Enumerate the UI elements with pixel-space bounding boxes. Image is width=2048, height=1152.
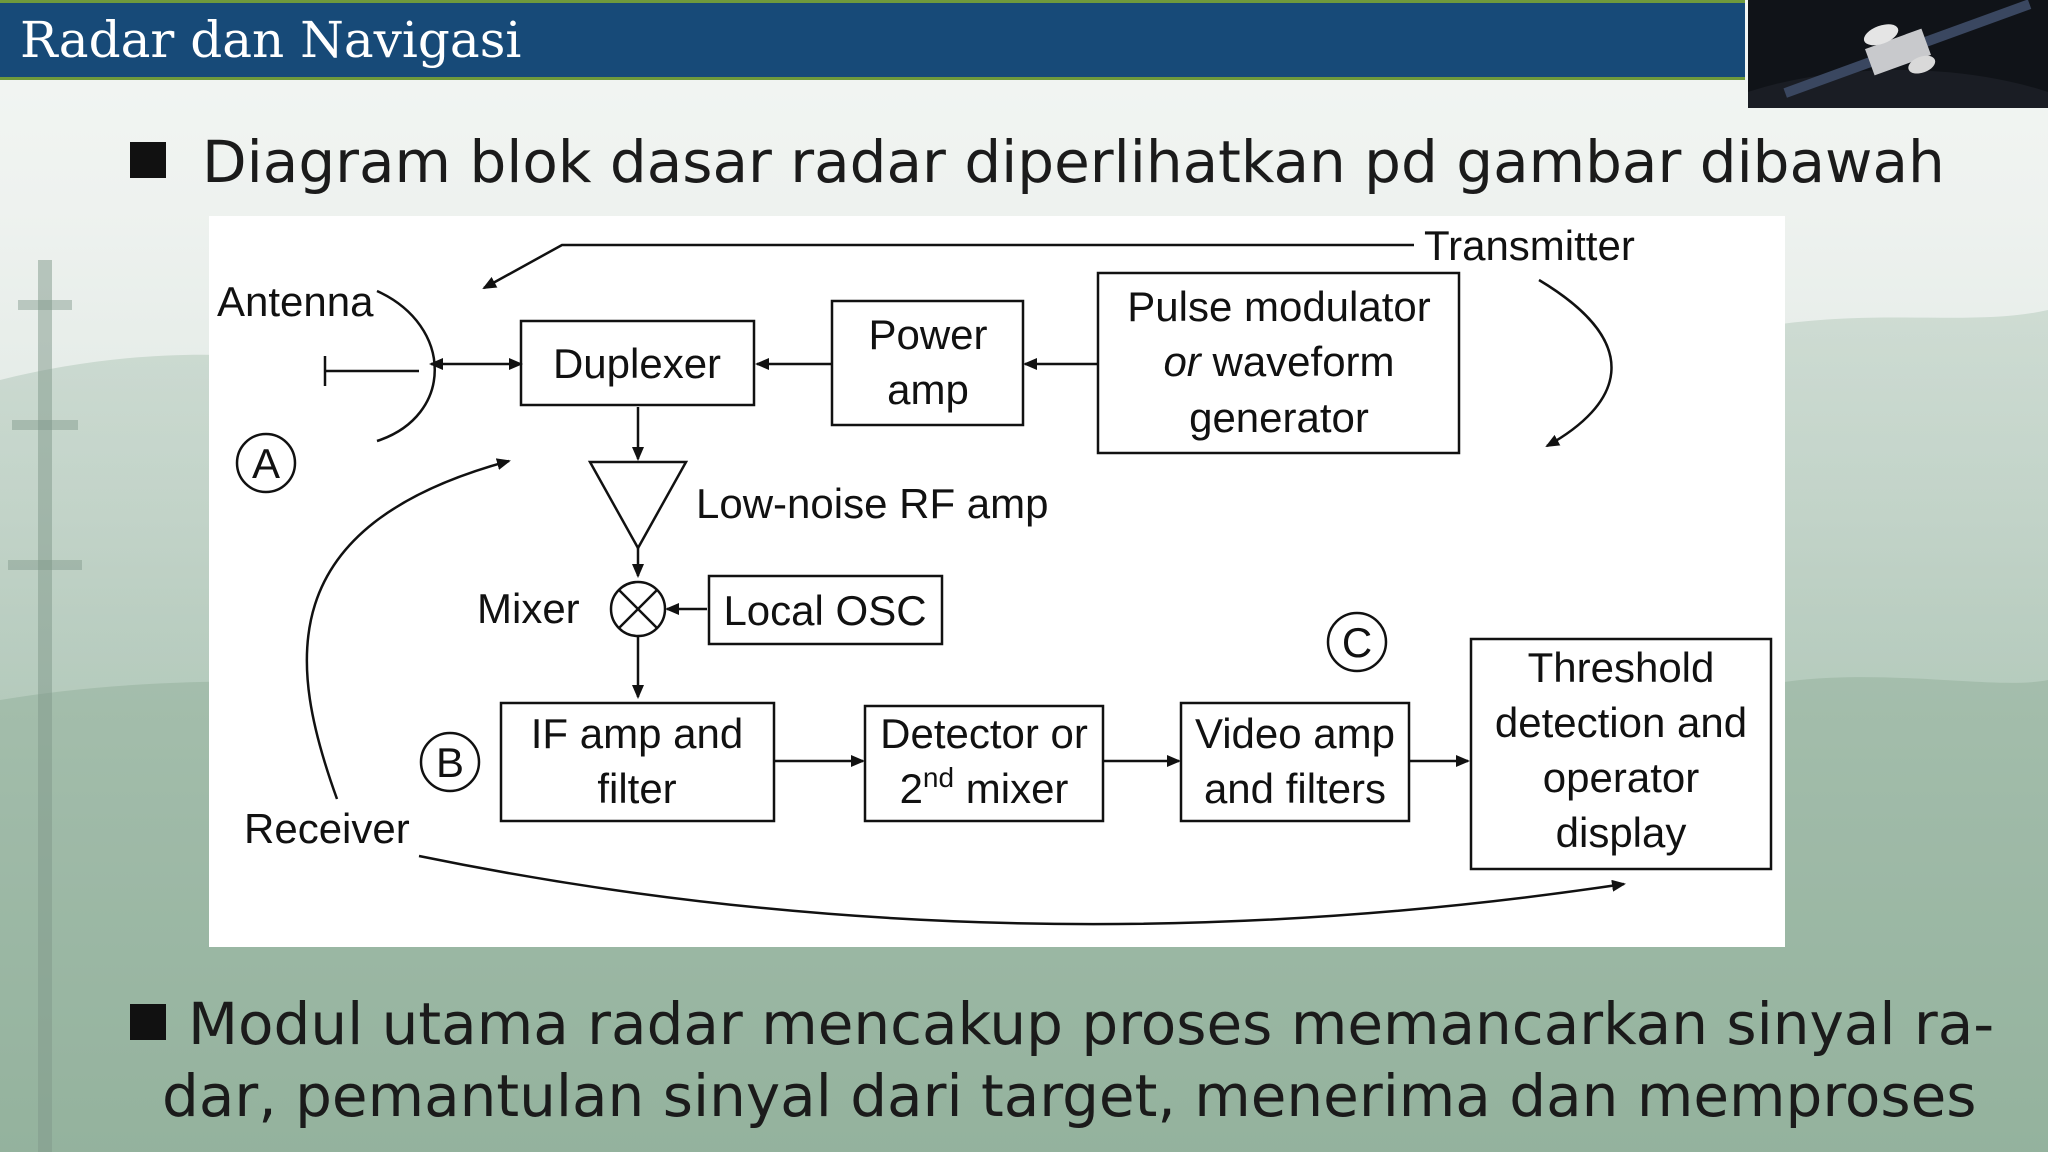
detector-label-1: Detector or bbox=[880, 710, 1088, 757]
square-bullet-icon bbox=[130, 141, 166, 178]
detector-box bbox=[863, 704, 1105, 823]
title-bar: Radar dan Navigasi bbox=[0, 0, 1745, 80]
pulse-label-1: Pulse modulator bbox=[1127, 283, 1431, 330]
antenna-label: Antenna bbox=[217, 278, 374, 325]
receiver-label: Receiver bbox=[244, 805, 410, 852]
threshold-label-4: display bbox=[1556, 809, 1687, 856]
marker-b-circle bbox=[419, 731, 481, 793]
local-osc-box bbox=[707, 574, 944, 646]
local-osc-label: Local OSC bbox=[723, 587, 926, 634]
if-amp-box bbox=[499, 701, 776, 823]
diagram-canvas: Transmitter Antenna Duplexer Power amp P… bbox=[217, 222, 1773, 926]
square-bullet-icon bbox=[130, 1003, 166, 1040]
video-amp-label-1: Video amp bbox=[1195, 710, 1395, 757]
satellite-image bbox=[1748, 0, 2048, 108]
video-amp-box bbox=[1179, 701, 1411, 823]
power-amp-label-2: amp bbox=[887, 366, 969, 413]
detector-mixer-text: mixer bbox=[954, 765, 1068, 812]
threshold-label-1: Threshold bbox=[1528, 644, 1715, 691]
marker-c-label: C bbox=[1342, 619, 1372, 666]
marker-c-circle bbox=[1326, 611, 1388, 673]
lna-triangle bbox=[587, 460, 689, 551]
duplexer-label: Duplexer bbox=[553, 340, 721, 387]
duplexer-box bbox=[519, 319, 756, 407]
marker-a-circle bbox=[235, 432, 297, 494]
power-amp-label-1: Power bbox=[868, 311, 987, 358]
threshold-box bbox=[1469, 637, 1773, 871]
bullet-text-line1: Modul utama radar mencakup proses memanc… bbox=[188, 990, 1995, 1058]
video-amp-label-2: and filters bbox=[1204, 765, 1386, 812]
power-amp-box bbox=[830, 299, 1025, 427]
antenna-dish bbox=[376, 289, 436, 443]
pulse-waveform-text: waveform bbox=[1201, 338, 1395, 385]
detector-2-text: 2 bbox=[900, 765, 923, 812]
marker-b-label: B bbox=[436, 739, 464, 786]
pulse-or-text: or bbox=[1163, 338, 1202, 385]
detector-label-2: 2nd mixer bbox=[900, 762, 1069, 812]
bullet-diagram-intro: Diagram blok dasar radar diperlihatkan p… bbox=[130, 126, 1945, 198]
slide-title: Radar dan Navigasi bbox=[20, 11, 522, 69]
bullet-text: Diagram blok dasar radar diperlihatkan p… bbox=[202, 128, 1945, 196]
receiver-curve-up bbox=[305, 458, 511, 800]
pulse-modulator-box bbox=[1096, 271, 1461, 455]
transmitter-path-arrow bbox=[482, 243, 1414, 290]
pulse-label-2: or waveform bbox=[1163, 338, 1394, 385]
detector-nd-superscript: nd bbox=[923, 762, 954, 793]
marker-a-label: A bbox=[252, 440, 280, 487]
bullet-text-line2: dar, pemantulan sinyal dari target, mene… bbox=[162, 1062, 1977, 1130]
transmitter-label: Transmitter bbox=[1424, 222, 1635, 269]
radar-block-diagram: Transmitter Antenna Duplexer Power amp P… bbox=[209, 216, 1785, 947]
receiver-curve-right bbox=[418, 854, 1626, 926]
mixer-label: Mixer bbox=[477, 585, 580, 632]
bullet-radar-modules: Modul utama radar mencakup proses memanc… bbox=[130, 988, 2010, 1132]
threshold-label-2: detection and bbox=[1495, 699, 1747, 746]
if-amp-label-2: filter bbox=[597, 765, 676, 812]
threshold-label-3: operator bbox=[1543, 754, 1699, 801]
pulse-label-3: generator bbox=[1189, 394, 1369, 441]
if-amp-label-1: IF amp and bbox=[531, 710, 743, 757]
transmitter-curve-arrow bbox=[1538, 278, 1613, 448]
lna-label: Low-noise RF amp bbox=[696, 480, 1048, 527]
